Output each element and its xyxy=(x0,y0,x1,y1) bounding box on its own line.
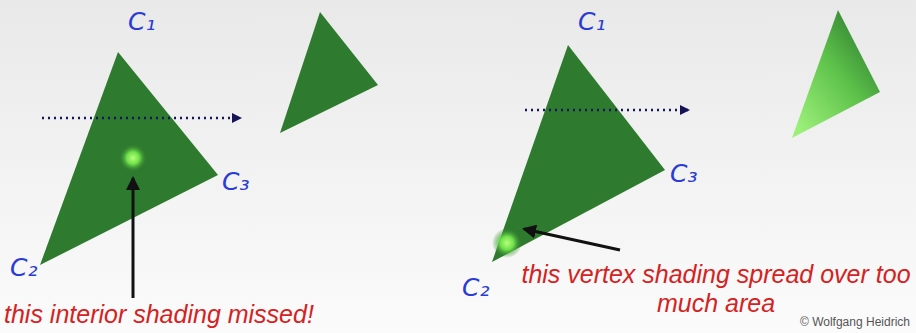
vertex-label: C₃ xyxy=(222,168,249,197)
pointer-arrow xyxy=(132,178,135,298)
result-triangle xyxy=(280,12,378,133)
vertex-label: C₁ xyxy=(578,8,605,37)
scan-arrow xyxy=(42,117,240,120)
scan-arrow xyxy=(525,109,688,112)
highlight xyxy=(492,228,522,258)
vertex-label: C₁ xyxy=(128,8,155,37)
result-triangle xyxy=(792,10,880,138)
callout-note: this interior shading missed! xyxy=(4,300,314,329)
triangle xyxy=(492,45,665,262)
watermark: © Wolfgang Heidrich xyxy=(800,316,910,330)
vertex-label: C₂ xyxy=(462,274,489,303)
vertex-label: C₃ xyxy=(670,160,697,189)
vertex-label: C₂ xyxy=(10,254,37,283)
highlight xyxy=(119,144,147,172)
triangle xyxy=(40,52,218,265)
pointer-arrow xyxy=(524,229,620,250)
callout-note: this vertex shading spread over too much… xyxy=(520,260,912,318)
